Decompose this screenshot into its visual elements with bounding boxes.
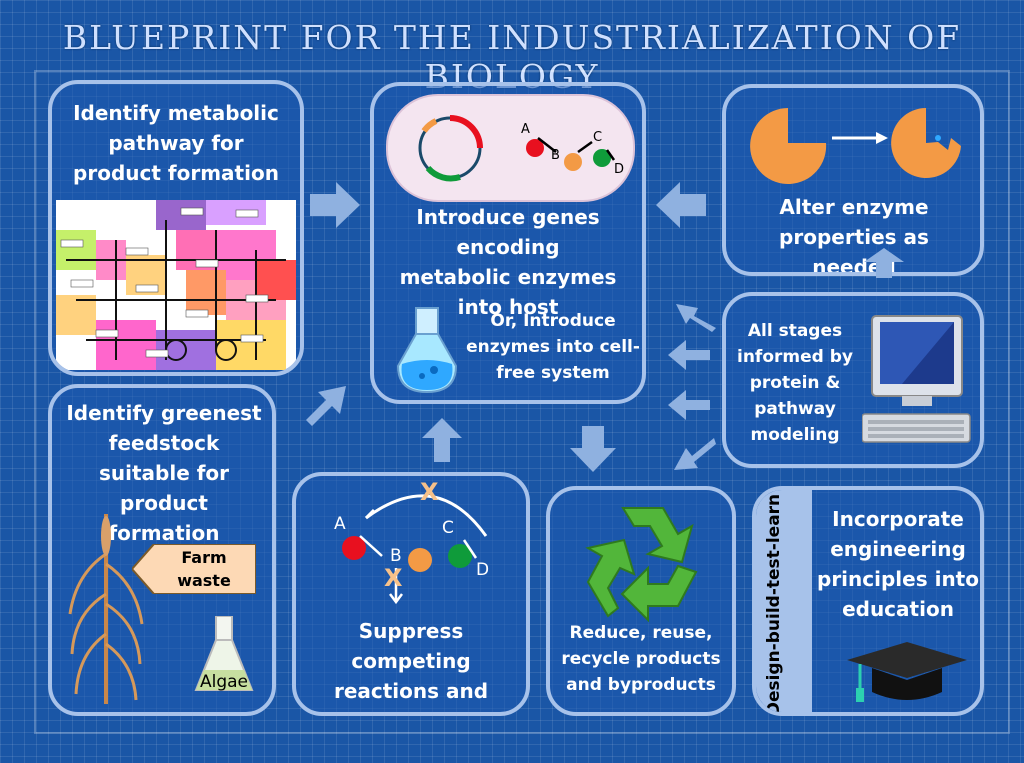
- algae-flask-icon: [194, 616, 254, 691]
- arrow-model-4: [674, 438, 716, 470]
- alter-enzyme-box: Alter enzyme properties as needed: [722, 84, 984, 276]
- graduation-cap-icon: [847, 642, 967, 702]
- pathway-text: Identify metabolic pathway for product f…: [73, 101, 279, 185]
- arrow-up-alter: [864, 248, 904, 278]
- block-x-top: X: [420, 478, 439, 506]
- arrow-down-recycle: [570, 426, 616, 472]
- introduce-genes-text: Introduce genes encoding metabolic enzym…: [399, 205, 617, 319]
- block-x-bottom: X: [384, 564, 403, 592]
- corn-plant-icon: [68, 514, 144, 704]
- enzyme-label-d: D: [614, 162, 625, 177]
- enzyme-cut-graphic: [750, 108, 961, 184]
- enzyme-label-b: B: [551, 148, 560, 163]
- modeling-text: All stages informed by protein & pathway…: [737, 321, 853, 445]
- arrow-diag-feedstock: [306, 386, 346, 426]
- dbtl-text: Design-build-test-learn: [764, 493, 784, 716]
- education-box: Design-build-test-learn Incorporate engi…: [752, 486, 984, 716]
- feedstock-text: Identify greenest feedstock suitable for…: [66, 401, 262, 545]
- recycle-text: Reduce, reuse, recycle products and bypr…: [561, 623, 721, 695]
- algae-label: Algae: [199, 672, 249, 692]
- education-text: Incorporate engineering principles into …: [817, 507, 979, 621]
- arrow-model-3: [668, 390, 710, 420]
- feedstock-box: Identify greenest feedstock suitable for…: [48, 384, 276, 716]
- introduce-genes-box: A B C D Introduce genes encoding metabol…: [370, 82, 646, 404]
- arrow-model-2: [668, 340, 710, 370]
- farm-waste-sign: Farm waste: [132, 544, 256, 594]
- modeling-box: All stages informed by protein & pathway…: [722, 292, 984, 468]
- arrow-left-top: [656, 182, 706, 228]
- pathway-inhibition-graphic: [342, 494, 488, 605]
- arrow-model-1: [676, 304, 716, 332]
- pathway-map-graphic: [56, 200, 296, 370]
- recycle-box: Reduce, reuse, recycle products and bypr…: [546, 486, 736, 716]
- pathway-map-image: [56, 200, 296, 370]
- recycle-icon: [585, 507, 698, 623]
- enzyme-label-c: C: [593, 130, 603, 145]
- computer-icon: [862, 315, 971, 443]
- arrow-right-top: [310, 182, 360, 228]
- dbtl-band: Design-build-test-learn: [756, 490, 812, 716]
- plasmid-graphic: [418, 115, 616, 182]
- label-d: D: [476, 560, 490, 580]
- page-title: BLUEPRINT FOR THE INDUSTRIALIZATION OF B…: [62, 18, 962, 96]
- flask-icon: [396, 307, 458, 394]
- pathway-box: Identify metabolic pathway for product f…: [48, 80, 304, 376]
- label-a: A: [334, 514, 346, 534]
- arrow-up-suppress: [422, 418, 462, 462]
- label-b: B: [390, 546, 402, 566]
- cell-free-text: Or, Introduce enzymes into cell-free sys…: [466, 311, 640, 383]
- suppress-text: Suppress competing reactions and feedbac…: [310, 619, 512, 712]
- plasmid-panel: A B C D: [386, 94, 635, 202]
- farm-waste-label: Farm waste: [177, 548, 231, 590]
- alter-enzyme-text: Alter enzyme properties as needed: [779, 195, 929, 276]
- farm-waste-sign-shape: [132, 544, 256, 594]
- blueprint-frame: [34, 70, 1010, 734]
- enzyme-label-a: A: [521, 122, 530, 137]
- label-c: C: [442, 518, 454, 538]
- suppress-box: A B C D X X Suppress competing reactions…: [292, 472, 530, 716]
